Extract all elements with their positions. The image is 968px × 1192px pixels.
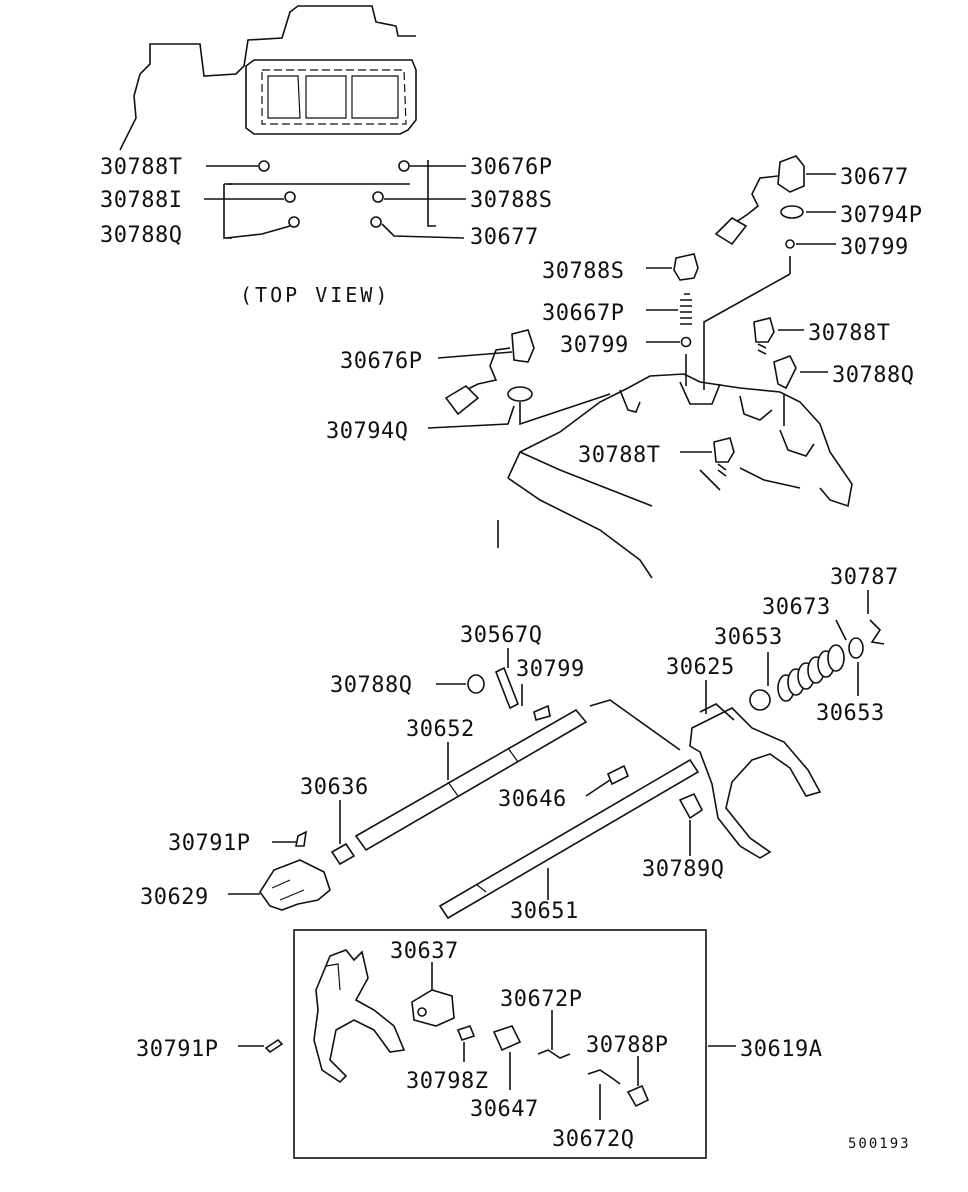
label-30652: 30652: [406, 717, 475, 742]
label-30791P-mid: 30791P: [168, 831, 250, 856]
label-30791P-kit: 30791P: [136, 1037, 218, 1062]
label-30647: 30647: [470, 1097, 539, 1122]
label-30637: 30637: [390, 939, 459, 964]
label-30676P-top: 30676P: [470, 155, 552, 180]
label-30788I-top: 30788I: [100, 188, 182, 213]
label-30672P: 30672P: [500, 987, 582, 1012]
diagram-code: 500193: [848, 1136, 911, 1152]
label-30799-upper: 30799: [840, 235, 909, 260]
label-30629: 30629: [140, 885, 209, 910]
label-30788Q-top: 30788Q: [100, 223, 182, 248]
label-30651: 30651: [510, 899, 579, 924]
top-view-inset: 30788T 30788I 30788Q 30676P 30788S 30677…: [100, 5, 552, 307]
label-30676P: 30676P: [340, 349, 422, 374]
label-30799-ball: 30799: [560, 333, 629, 358]
label-30794P: 30794P: [840, 203, 922, 228]
label-30788T-right: 30788T: [808, 321, 890, 346]
label-30788Q-upper: 30788Q: [832, 363, 914, 388]
label-30788S: 30788S: [542, 259, 624, 284]
label-30788P: 30788P: [586, 1033, 668, 1058]
label-30672Q: 30672Q: [552, 1127, 634, 1152]
middle-assembly: 30787 30673 30653 30567Q 30625 30788Q 30…: [140, 565, 899, 924]
label-30619A: 30619A: [740, 1037, 822, 1062]
kit-box: 30637 30672P 30788P 30791P 30619A 30798Z…: [136, 929, 822, 1159]
label-30788T-top: 30788T: [100, 155, 182, 180]
label-30625: 30625: [666, 655, 735, 680]
label-30673: 30673: [762, 595, 831, 620]
label-30799-mid: 30799: [516, 657, 585, 682]
label-30788Q-mid: 30788Q: [330, 673, 412, 698]
upper-assembly: 30677 30794P 30799 30788S 30667P 30799 3…: [326, 155, 922, 579]
label-30653-bottom: 30653: [816, 701, 885, 726]
label-30667P: 30667P: [542, 301, 624, 326]
label-30787: 30787: [830, 565, 899, 590]
label-30677: 30677: [840, 165, 909, 190]
label-30788T-mid: 30788T: [578, 443, 660, 468]
top-view-caption: (TOP VIEW): [240, 283, 390, 307]
label-30789Q: 30789Q: [642, 857, 724, 882]
label-30798Z: 30798Z: [406, 1069, 488, 1094]
spring-30673: [777, 644, 845, 702]
label-30788S-top: 30788S: [470, 188, 552, 213]
label-30567Q: 30567Q: [460, 623, 542, 648]
label-30653-top: 30653: [714, 625, 783, 650]
label-30636: 30636: [300, 775, 369, 800]
label-30646: 30646: [498, 787, 567, 812]
label-30794Q: 30794Q: [326, 419, 408, 444]
label-30677-top: 30677: [470, 225, 539, 250]
